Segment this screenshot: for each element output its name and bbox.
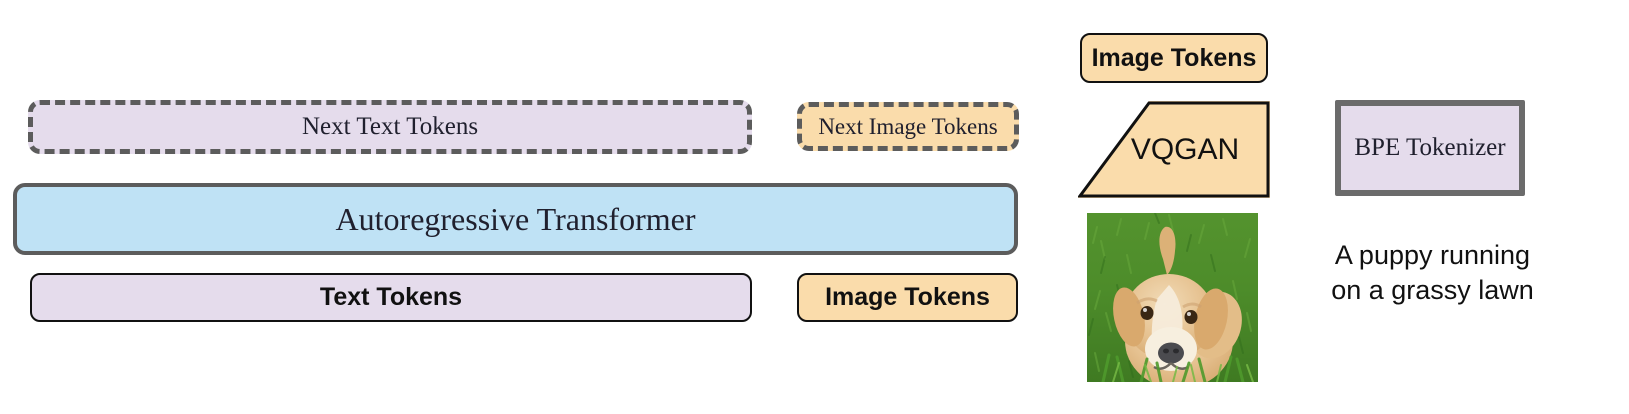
node-text-tokens-label: Text Tokens <box>319 283 463 311</box>
node-autoregressive-transformer: Autoregressive Transformer <box>13 183 1018 255</box>
node-image-tokens-bottom: Image Tokens <box>797 273 1018 322</box>
node-vqgan: VQGAN <box>1078 101 1270 198</box>
puppy-image <box>1087 213 1258 382</box>
caption-line-1: A puppy running <box>1334 240 1531 270</box>
node-next-text-tokens-label: Next Text Tokens <box>301 113 479 140</box>
node-image-tokens-bottom-label: Image Tokens <box>825 283 990 311</box>
node-next-image-tokens-label: Next Image Tokens <box>818 113 998 139</box>
puppy-on-grass-illustration <box>1087 213 1258 382</box>
vqgan-outline-icon <box>1078 101 1270 198</box>
node-vqgan-label: VQGAN <box>1130 132 1240 166</box>
node-next-text-tokens: Next Text Tokens <box>28 100 752 154</box>
node-bpe-tokenizer-label: BPE Tokenizer <box>1354 134 1506 161</box>
node-image-tokens-top: Image Tokens <box>1080 33 1268 83</box>
node-image-tokens-top-label: Image Tokens <box>1091 43 1257 72</box>
image-caption: A puppy running on a grassy lawn <box>1310 238 1555 308</box>
node-next-image-tokens: Next Image Tokens <box>797 102 1019 151</box>
node-text-tokens: Text Tokens <box>30 273 752 322</box>
node-bpe-tokenizer: BPE Tokenizer <box>1335 100 1525 196</box>
caption-line-2: on a grassy lawn <box>1331 275 1534 306</box>
node-autoregressive-transformer-label: Autoregressive Transformer <box>335 200 696 237</box>
